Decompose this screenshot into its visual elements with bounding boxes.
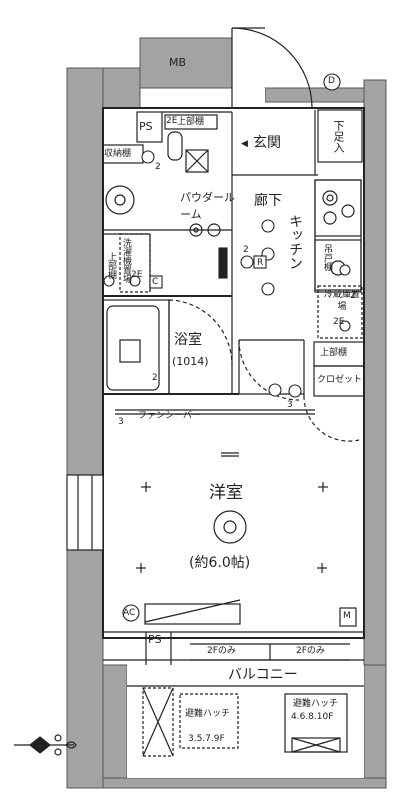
- north-arrow-icon: [14, 734, 77, 756]
- exterior-walls: [66, 37, 387, 789]
- n2-c-label: 2: [350, 291, 356, 301]
- outlet-symbols: [103, 73, 351, 622]
- floor-only-1-label: 2Fのみ: [207, 646, 236, 656]
- n2-d-label: 2: [152, 373, 158, 383]
- right-outer-wall: [363, 79, 387, 711]
- mb-wall: [139, 37, 233, 89]
- powder-room-label: パウダールーム: [180, 191, 235, 221]
- storage-shelf-label: 収納棚: [104, 149, 132, 159]
- r-label: R: [257, 258, 264, 268]
- n3-a-label: 3: [287, 400, 293, 410]
- western-size-label: (約6.0帖): [189, 555, 251, 571]
- ps-top-box: [136, 111, 163, 143]
- ac-label: AC: [123, 608, 136, 618]
- d-label: D: [328, 76, 335, 86]
- closet-label: クロゼット: [317, 375, 363, 385]
- top-left-wall: [102, 67, 141, 109]
- n2e-a-label: 2E: [166, 116, 178, 126]
- fridge-label: 冷蔵庫置場: [323, 290, 360, 312]
- m-label: M: [343, 611, 351, 621]
- upper-shelf-3-label: 上部棚: [320, 348, 348, 358]
- interior-lines: [66, 27, 365, 757]
- left-outer-wall: [66, 67, 104, 789]
- upper-shelf-2-label: 上部棚: [106, 252, 116, 279]
- upper-shelf-1-label: 上部棚: [177, 117, 205, 127]
- ps-top-label: PS: [139, 120, 153, 133]
- top-right-wall: [264, 87, 365, 103]
- bottom-wall: [102, 777, 387, 789]
- entrance-label: 玄関: [253, 135, 281, 151]
- c-label: C: [152, 277, 159, 287]
- shoe-box-label: 下足入: [332, 120, 345, 153]
- balcony-left-wall: [102, 664, 128, 779]
- western-room-label: 洋室: [209, 483, 243, 503]
- balcony-right-wall: [363, 664, 387, 779]
- hatch-left-label: 避難ハッチ: [185, 709, 231, 719]
- hatch-right-label: 避難ハッチ: [293, 699, 339, 709]
- hatch-left-floors-label: 3.5.7.9F: [188, 734, 225, 744]
- bath-size-label: (1014): [172, 355, 209, 368]
- balcony-label: バルコニー: [228, 667, 298, 683]
- n2-a-label: 2: [155, 162, 161, 172]
- cupboard-label: 吊戸棚: [322, 244, 332, 271]
- floor-only-2-label: 2Fのみ: [296, 646, 325, 656]
- mb-label: MB: [169, 56, 187, 69]
- hatch-right-floors-label: 4.6.8.10F: [291, 712, 334, 722]
- shoe-box-frame: [317, 109, 363, 163]
- n2e-b-label: 2E: [131, 270, 143, 280]
- kitchen-label: キッチン: [287, 214, 303, 270]
- n2e-c-label: 2E: [333, 317, 345, 327]
- fancy-bar-label: ファンシーバー: [138, 411, 201, 421]
- hallway-label: 廊下: [254, 193, 282, 209]
- ps-bottom-label: PS: [148, 633, 162, 646]
- bath-label: 浴室: [174, 332, 202, 348]
- entrance-arrow: ◀: [241, 139, 248, 149]
- n2-b-label: 2: [243, 245, 249, 255]
- washer-label: 洗濯機置場: [121, 238, 131, 283]
- n3-b-label: 3: [118, 417, 124, 427]
